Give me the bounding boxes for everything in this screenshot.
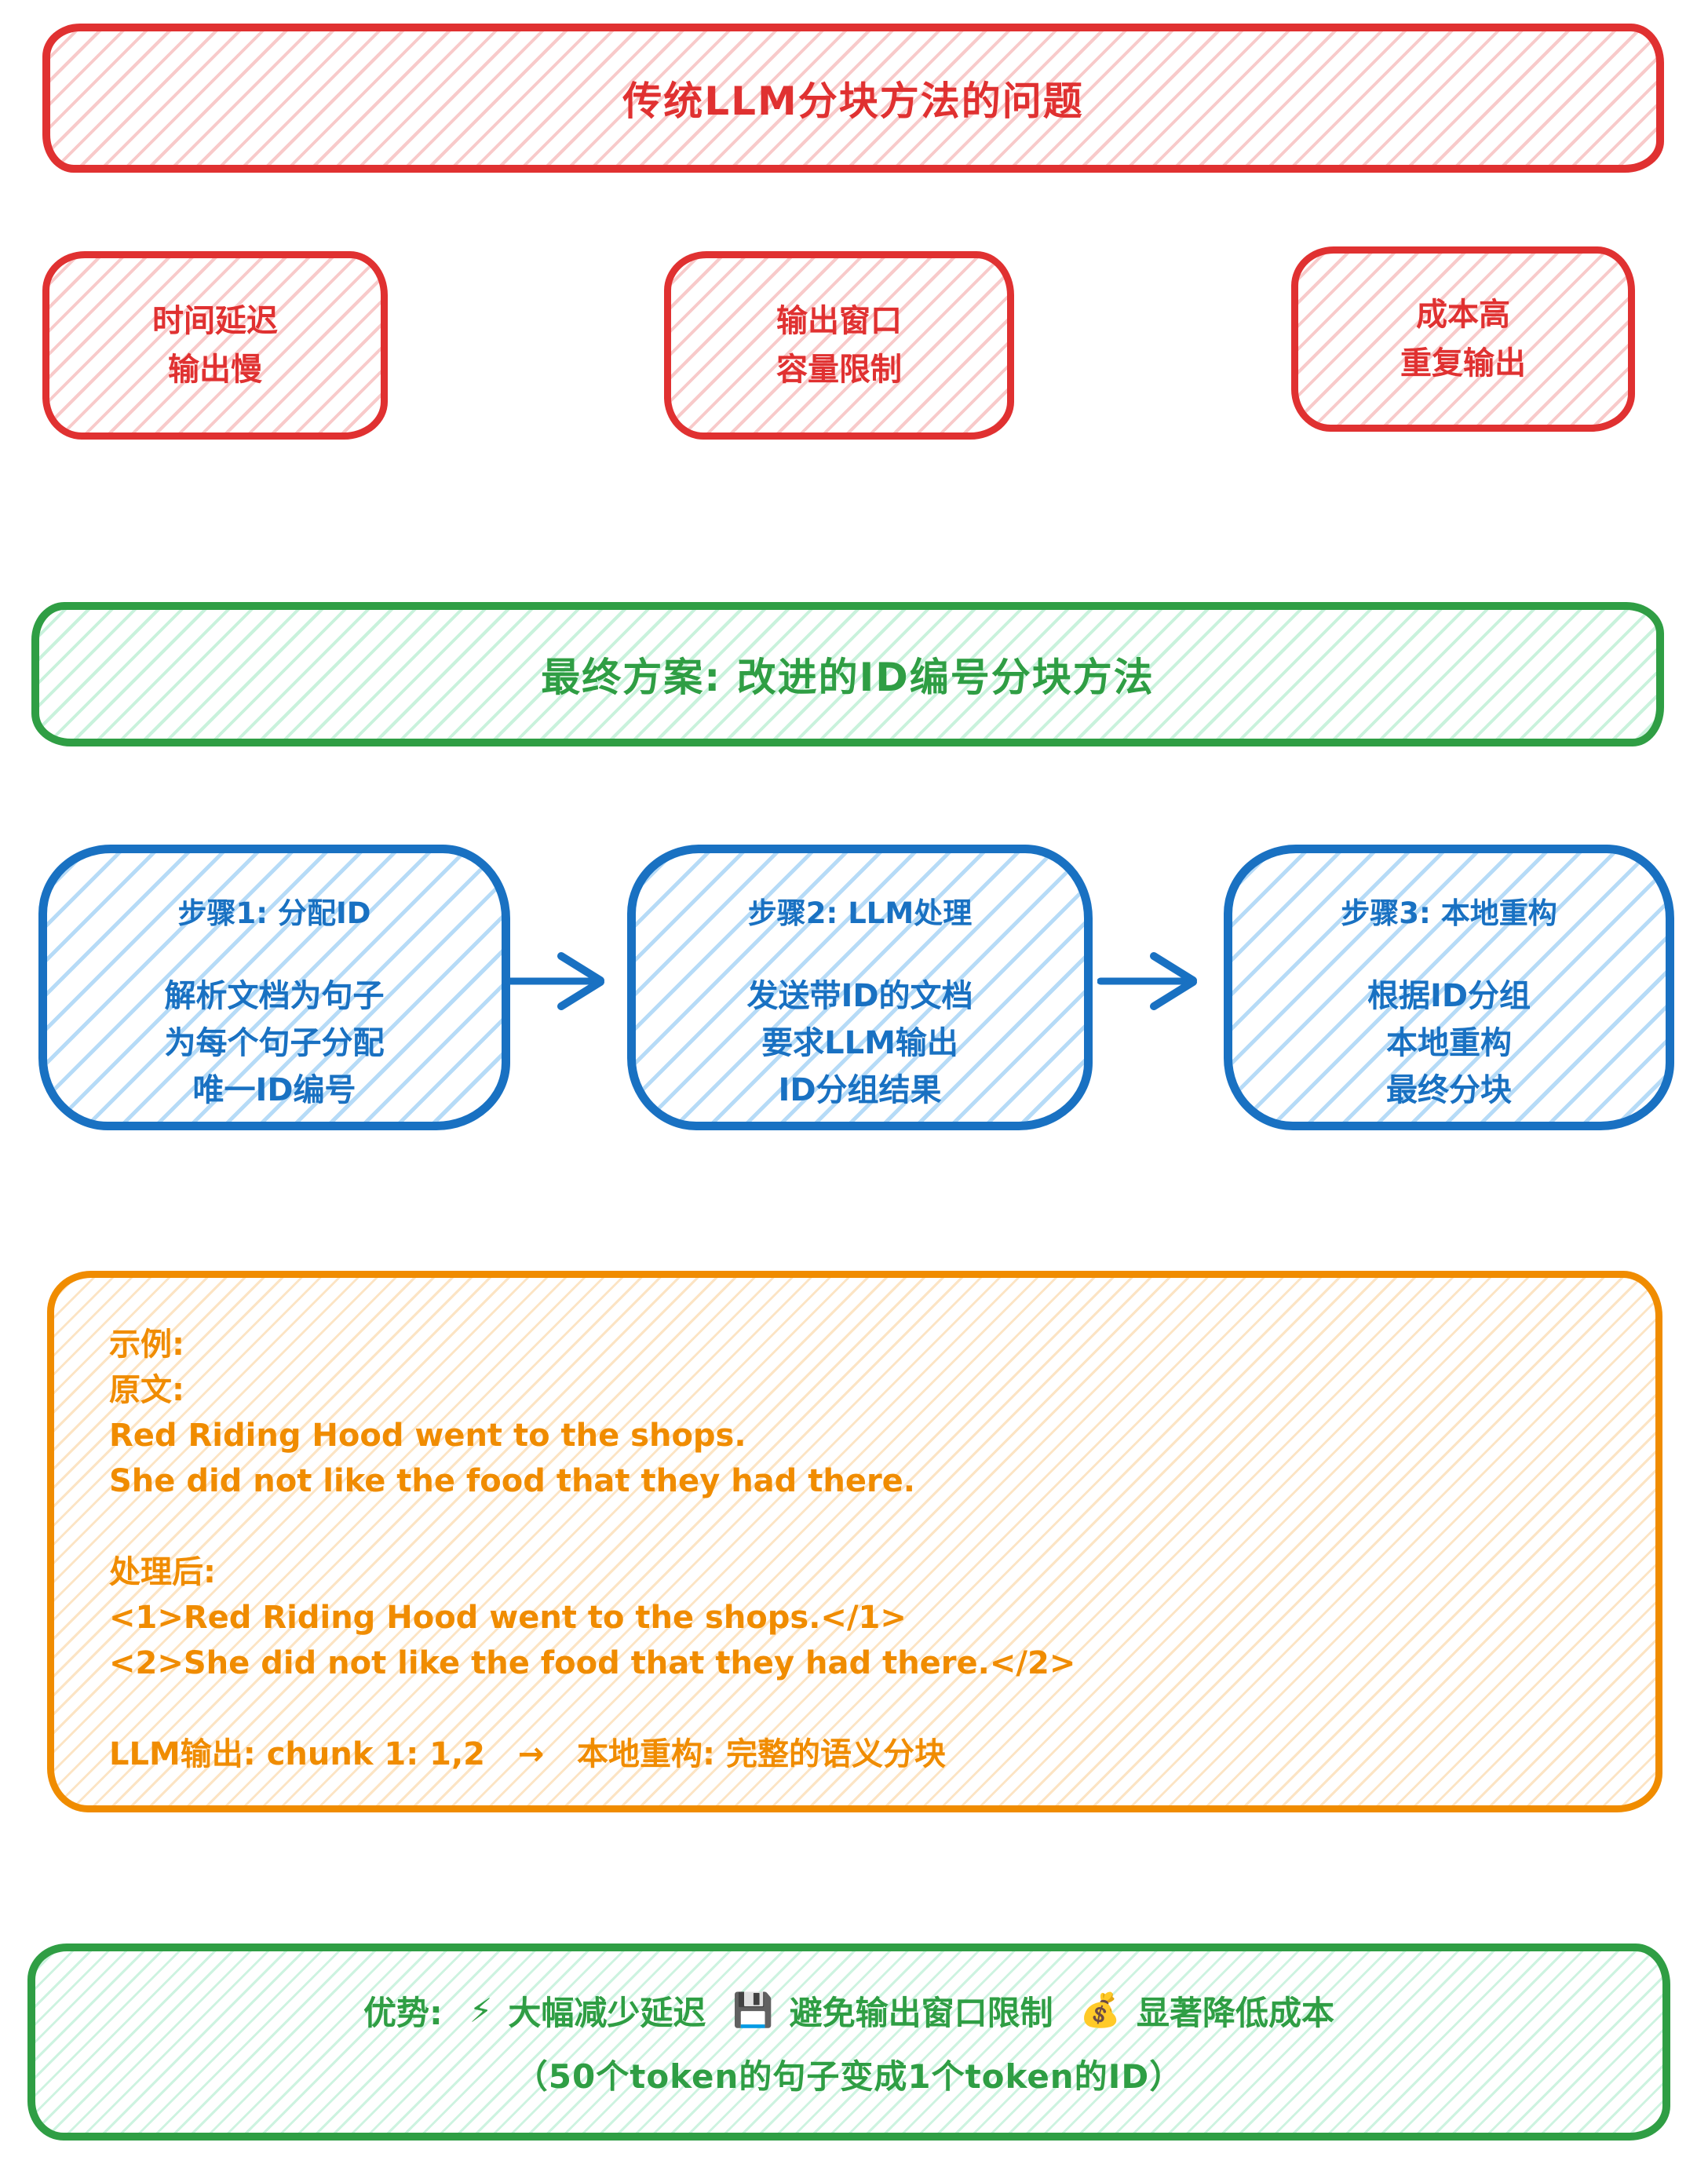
problem-card-line: 时间延迟 (152, 303, 278, 339)
step-2-line: ID分组结果 (778, 1072, 942, 1108)
problem-card-cost: 成本高 重复输出 (1291, 246, 1635, 432)
step-3-line: 根据ID分组 (1367, 978, 1531, 1014)
example-box: 示例: 原文: Red Riding Hood went to the shop… (47, 1271, 1662, 1812)
step-3-body: 根据ID分组 本地重构 最终分块 (1367, 973, 1531, 1114)
solution-title: 最终方案: 改进的ID编号分块方法 (541, 655, 1155, 700)
step-2-body: 发送带ID的文档 要求LLM输出 ID分组结果 (746, 973, 973, 1114)
benefits-box: 优势: ⚡ 大幅减少延迟 💾 避免输出窗口限制 💰 显著降低成本 （50个tok… (27, 1943, 1670, 2141)
step-3-line: 本地重构 (1386, 1025, 1512, 1061)
floppy-disk-icon: 💾 (732, 1991, 774, 2029)
example-sentence-1: Red Riding Hood went to the shops. (109, 1418, 746, 1454)
benefits-prefix: 优势: (363, 1993, 443, 2032)
step-3-box: 步骤3: 本地重构 根据ID分组 本地重构 最终分块 (1224, 845, 1674, 1130)
problem-card-window: 输出窗口 容量限制 (664, 251, 1014, 440)
step-2-box: 步骤2: LLM处理 发送带ID的文档 要求LLM输出 ID分组结果 (627, 845, 1093, 1130)
step-2-line: 发送带ID的文档 (746, 978, 973, 1014)
lightning-icon: ⚡ (469, 1991, 493, 2030)
problem-card-line: 输出慢 (168, 352, 262, 388)
benefits-note: （50个token的句子变成1个token的ID） (514, 2057, 1184, 2096)
example-tagged-1: <1>Red Riding Hood went to the shops.</1… (109, 1600, 907, 1636)
problem-title-box: 传统LLM分块方法的问题 (42, 24, 1664, 173)
example-llm-output: LLM输出: chunk 1: 1,2 → 本地重构: 完整的语义分块 (109, 1736, 946, 1772)
step-2-title: 步骤2: LLM处理 (747, 896, 973, 930)
problem-title: 传统LLM分块方法的问题 (622, 78, 1084, 124)
step-3-title: 步骤3: 本地重构 (1341, 896, 1557, 930)
step-1-line: 为每个句子分配 (164, 1025, 385, 1061)
problem-card-latency: 时间延迟 输出慢 (42, 251, 388, 440)
step-1-body: 解析文档为句子 为每个句子分配 唯一ID编号 (165, 973, 385, 1114)
benefit-text: 显著降低成本 (1136, 1993, 1334, 2032)
problem-card-line: 容量限制 (776, 352, 902, 388)
benefit-text: 避免输出窗口限制 (789, 1993, 1053, 2032)
problem-card-line: 重复输出 (1400, 345, 1526, 381)
step-1-line: 解析文档为句子 (164, 978, 385, 1014)
benefit-text: 大幅减少延迟 (508, 1993, 706, 2032)
step-1-title: 步骤1: 分配ID (177, 896, 371, 930)
step-2-line: 要求LLM输出 (761, 1025, 958, 1061)
benefits-row: 优势: ⚡ 大幅减少延迟 💾 避免输出窗口限制 💰 显著降低成本 (363, 1987, 1334, 2035)
arrow-right-icon (1097, 952, 1197, 1010)
example-original-label: 原文: (109, 1372, 184, 1408)
example-processed-label: 处理后: (109, 1554, 216, 1590)
problem-card-line: 成本高 (1416, 297, 1510, 333)
problem-card-line: 输出窗口 (776, 303, 902, 339)
step-1-box: 步骤1: 分配ID 解析文档为句子 为每个句子分配 唯一ID编号 (38, 845, 510, 1130)
example-label: 示例: (109, 1327, 184, 1363)
arrow-right-icon (505, 952, 604, 1010)
example-sentence-2: She did not like the food that they had … (109, 1463, 915, 1499)
step-1-line: 唯一ID编号 (192, 1072, 356, 1108)
step-3-line: 最终分块 (1386, 1072, 1512, 1108)
example-tagged-2: <2>She did not like the food that they h… (109, 1645, 1076, 1681)
solution-title-box: 最终方案: 改进的ID编号分块方法 (31, 602, 1664, 746)
money-bag-icon: 💰 (1079, 1991, 1121, 2029)
